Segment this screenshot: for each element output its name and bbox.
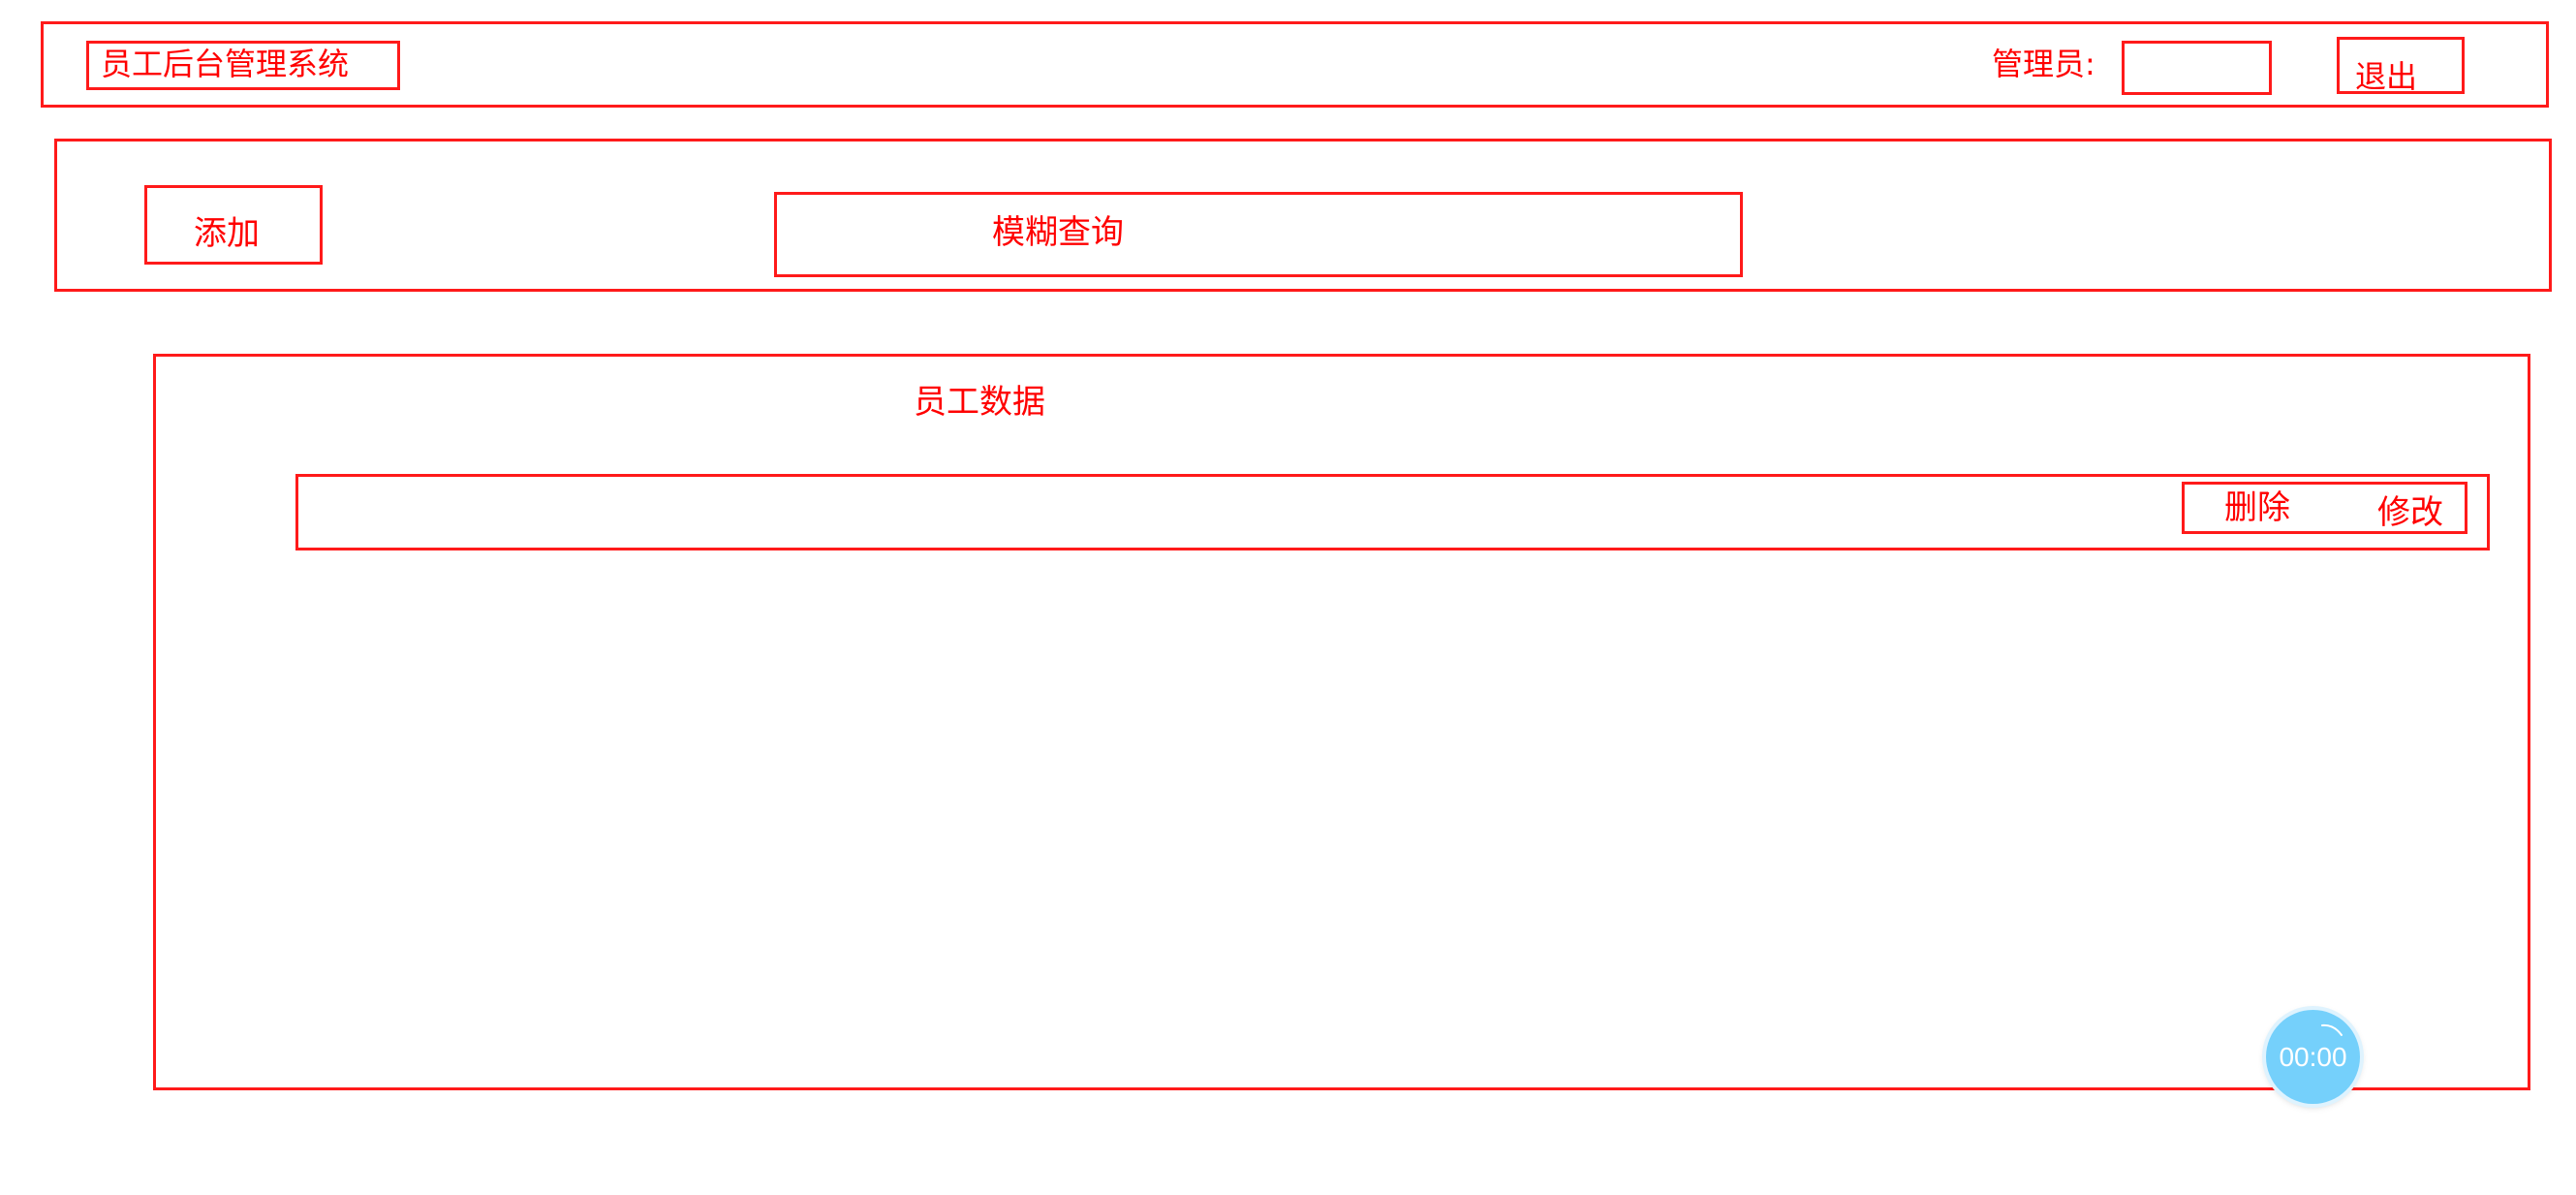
table-row [295, 474, 2490, 550]
admin-label: 管理员: [1992, 46, 2095, 82]
logout-label: 退出 [2355, 58, 2418, 95]
search-input[interactable]: 模糊查询 [774, 192, 1743, 277]
timer-widget[interactable]: 00:00 [2266, 1010, 2360, 1104]
edit-button[interactable]: 修改 [2377, 493, 2443, 532]
add-label: 添加 [194, 214, 260, 253]
data-panel [153, 354, 2530, 1090]
toolbar-panel [54, 139, 2552, 292]
logout-button[interactable]: 退出 [2337, 37, 2465, 94]
timer-arc-icon [2321, 1023, 2343, 1036]
admin-name-field [2122, 41, 2272, 95]
app-title: 员工后台管理系统 [101, 46, 350, 82]
app-title-box [86, 41, 400, 90]
timer-value: 00:00 [2279, 1041, 2347, 1072]
data-panel-title: 员工数据 [914, 383, 1045, 422]
row-actions-box [2182, 482, 2467, 534]
header-bar [41, 21, 2549, 108]
delete-button[interactable]: 删除 [2224, 488, 2290, 527]
add-button[interactable]: 添加 [144, 185, 323, 265]
search-placeholder: 模糊查询 [992, 213, 1124, 252]
